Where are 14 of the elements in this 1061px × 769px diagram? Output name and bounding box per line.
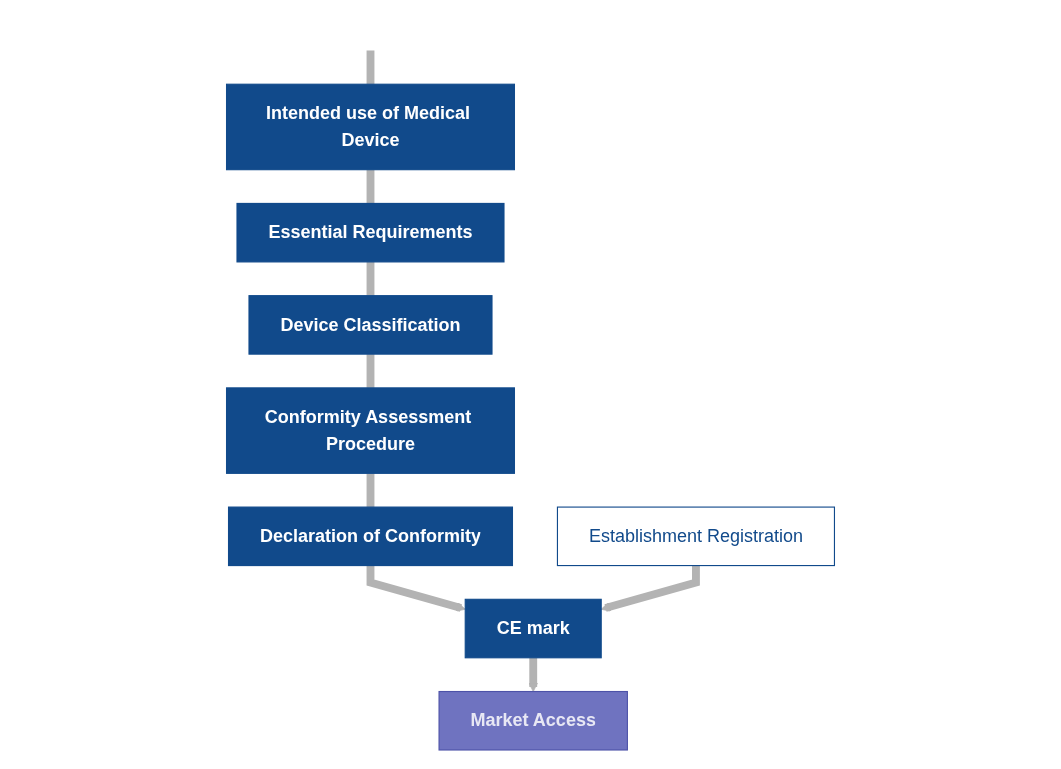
- connector: [366, 473, 375, 508]
- node-box: Declaration of Conformity: [227, 506, 513, 567]
- node-box: Market Access: [438, 690, 628, 751]
- connector: [366, 169, 375, 204]
- connector: [366, 261, 375, 296]
- node-box: Essential Requirements: [236, 202, 505, 263]
- node-box: Device Classification: [248, 295, 493, 355]
- connector: [366, 354, 375, 388]
- arrow: [528, 657, 539, 692]
- node-box: Intended use of Medical Device: [226, 83, 515, 171]
- node-box: CE mark: [464, 598, 602, 659]
- node-box: Conformity Assessment Procedure: [226, 387, 515, 474]
- arrow: [366, 565, 466, 612]
- node-box: Establishment Registration: [556, 506, 835, 567]
